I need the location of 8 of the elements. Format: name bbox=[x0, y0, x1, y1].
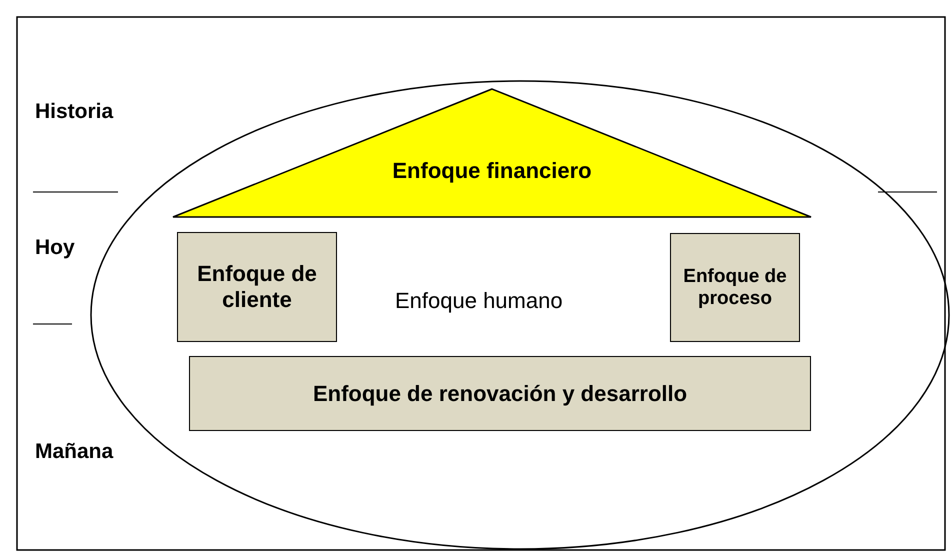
focus-box: Enfoque de cliente bbox=[177, 232, 337, 342]
roof-label: Enfoque financiero bbox=[392, 158, 592, 184]
focus-box: Enfoque de proceso bbox=[670, 233, 800, 342]
time-label: Historia bbox=[35, 100, 114, 124]
focus-box: Enfoque de renovación y desarrollo bbox=[189, 356, 811, 431]
time-label: Mañana bbox=[35, 440, 114, 464]
time-label: Hoy bbox=[35, 236, 75, 260]
center-label: Enfoque humano bbox=[395, 288, 563, 314]
